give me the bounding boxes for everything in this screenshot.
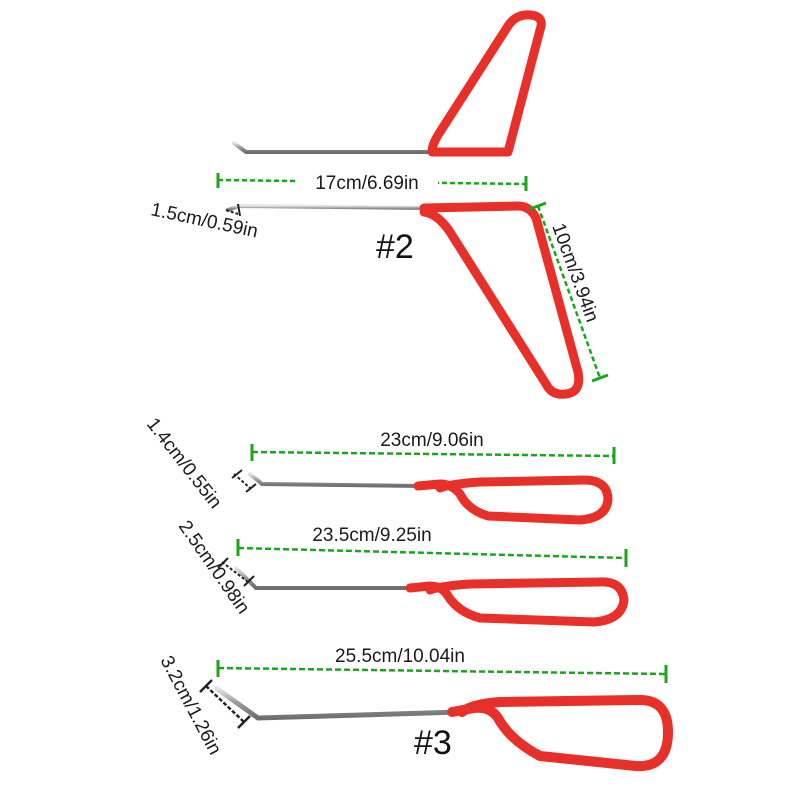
rod-1-length-label: 23cm/9.06in: [380, 430, 484, 451]
red-handle: [427, 10, 546, 157]
dimension-length-top: 17cm/6.69in: [216, 170, 528, 194]
tool-number-2: #2: [376, 228, 414, 266]
red-handle: [447, 695, 673, 772]
steel-rod: [234, 566, 418, 590]
hook-rod-2: [234, 566, 629, 627]
rod-3-length-label: 25.5cm/10.04in: [335, 646, 465, 667]
dimension-rod-2: 23.5cm/9.25in: [236, 525, 628, 567]
hook-rod-3: [213, 685, 673, 772]
red-handle: [413, 475, 613, 525]
rod-1-tip-label: 1.4cm/0.55in: [142, 414, 226, 513]
steel-rod: [226, 203, 432, 212]
red-handle: [405, 577, 629, 627]
tool-number-3: #3: [414, 724, 452, 762]
rod-2-tip-label: 2.5cm/0.98in: [174, 517, 254, 618]
steel-rod: [232, 141, 442, 154]
t-handle-rod-upper: [232, 10, 546, 157]
dimension-rod-1: 23cm/9.06in: [250, 430, 616, 464]
dimension-tip-rod-3: 3.2cm/1.26in: [156, 652, 251, 758]
rod-2-length-label: 23.5cm/9.25in: [312, 525, 431, 546]
dimension-tip-rod-1: 1.4cm/0.55in: [142, 414, 257, 513]
length-label-top: 17cm/6.69in: [315, 173, 419, 194]
dimension-tip-rod-2: 2.5cm/0.98in: [174, 517, 255, 618]
rod-3-tip-label: 3.2cm/1.26in: [156, 652, 226, 758]
steel-rod: [213, 685, 463, 721]
red-handle: [419, 201, 584, 399]
steel-rod: [248, 472, 426, 488]
hook-rod-1: [248, 472, 613, 525]
dimension-rod-3: 25.5cm/10.04in: [216, 646, 668, 683]
